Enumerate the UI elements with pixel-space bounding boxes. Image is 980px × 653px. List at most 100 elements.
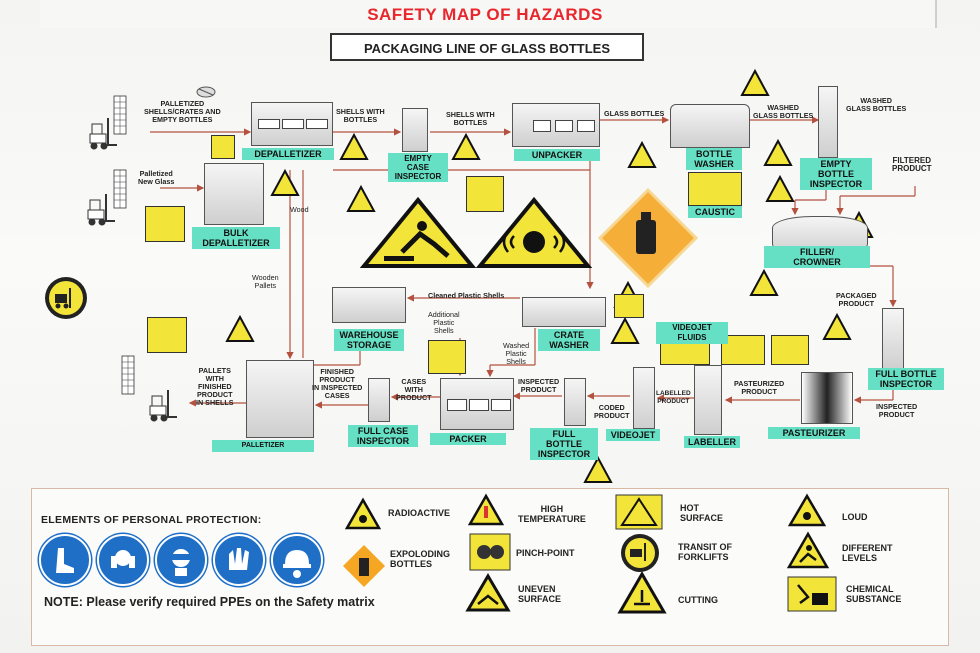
chemical-substance-sign bbox=[688, 172, 742, 206]
flow-label: WASHED GLASS BOTTLES bbox=[753, 103, 814, 120]
machine-window bbox=[282, 119, 304, 129]
labeller-machine bbox=[694, 365, 722, 435]
station-bottle-washer: BOTTLE WASHER bbox=[686, 148, 742, 170]
ppe-note: NOTE: Please verify required PPEs on the… bbox=[44, 595, 375, 609]
protective-gloves-icon bbox=[213, 534, 265, 586]
forklift-icon bbox=[149, 389, 178, 423]
legend-label-uneven-surface: UNEVEN SURFACE bbox=[518, 584, 562, 604]
cutting-sign bbox=[628, 142, 656, 168]
forklift-icon bbox=[87, 193, 116, 227]
different-levels-sign bbox=[823, 314, 851, 340]
flow-diagram bbox=[45, 70, 916, 483]
cutting-sign bbox=[764, 140, 792, 166]
station-videojet: VIDEOJET bbox=[606, 429, 660, 441]
flow-label: INSPECTED PRODUCT bbox=[876, 402, 918, 419]
flow-label: PALLETIZED SHELLS/CRATES AND EMPTY BOTTL… bbox=[144, 99, 221, 124]
legend-label-loud: LOUD bbox=[842, 512, 868, 522]
warehouse-storage-machine bbox=[332, 287, 406, 323]
pinch-point-sign bbox=[584, 457, 612, 483]
uneven-surface-sign bbox=[611, 318, 639, 344]
bottle-washer-machine bbox=[670, 104, 750, 148]
forklift-icon bbox=[89, 117, 118, 151]
hot-surface-sign bbox=[721, 335, 765, 365]
page-subtitle: PACKAGING LINE OF GLASS BOTTLES bbox=[330, 33, 644, 61]
bottle-stack-icon bbox=[121, 355, 135, 395]
station-depalletizer: DEPALLETIZER bbox=[242, 148, 334, 160]
different-levels-sign bbox=[741, 70, 769, 96]
flow-label: WASHED GLASS BOTTLES bbox=[846, 96, 907, 113]
legend-label-chemical: CHEMICAL SUBSTANCE bbox=[846, 584, 902, 604]
flow-label: FINISHED PRODUCT IN INSPECTED CASES bbox=[312, 367, 363, 400]
crate-washer-machine bbox=[522, 297, 606, 327]
flow-label: Wood bbox=[290, 205, 309, 214]
full-bottle-inspector-machine bbox=[882, 308, 904, 370]
flow-label: Palletized New Glass bbox=[138, 169, 175, 186]
cutting-sign bbox=[347, 186, 375, 212]
station-full-bottle-inspector-right: FULL BOTTLE INSPECTOR bbox=[868, 368, 944, 390]
station-palletizer: PALLETIZER bbox=[212, 440, 314, 452]
station-empty-bottle-inspector: EMPTY BOTTLE INSPECTOR bbox=[800, 158, 872, 190]
bottle-stack-icon bbox=[113, 169, 127, 209]
legend-label-hot-surface: HOT SURFACE bbox=[680, 503, 724, 523]
machine-window bbox=[447, 399, 467, 411]
palletizer-machine bbox=[246, 360, 314, 438]
machine-window bbox=[555, 120, 573, 132]
chemical-substance-sign bbox=[771, 335, 809, 365]
legend-label-high-temperature: HIGH TEMPERATURE bbox=[518, 504, 586, 524]
cutting-sign bbox=[271, 170, 299, 196]
pinch-point-sign bbox=[428, 340, 466, 374]
cutting-sign bbox=[750, 270, 778, 296]
depalletizer-machine bbox=[251, 102, 333, 146]
flow-label: SHELLS WITH BOTTLES bbox=[446, 110, 495, 127]
station-caustic: CAUSTIC bbox=[688, 206, 742, 218]
page-title: SAFETY MAP OF HAZARDS bbox=[367, 5, 603, 24]
machine-window bbox=[533, 120, 551, 132]
station-packer: PACKER bbox=[430, 433, 506, 445]
legend-label-cutting: CUTTING bbox=[678, 595, 718, 605]
machine-window bbox=[469, 399, 489, 411]
station-full-bottle-inspector-mid: FULL BOTTLE INSPECTOR bbox=[530, 428, 598, 460]
station-unpacker: UNPACKER bbox=[514, 149, 600, 161]
poster-top-band bbox=[40, 0, 937, 28]
flow-label: PASTEURIZED PRODUCT bbox=[734, 379, 785, 396]
flow-label: PACKAGED PRODUCT bbox=[836, 291, 877, 308]
legend-label-radioactive: RADIOACTIVE bbox=[388, 508, 451, 518]
forklift-transit-sign bbox=[45, 277, 87, 319]
flow-label: PALLETS WITH FINISHED PRODUCT IN SHELLS bbox=[196, 366, 234, 407]
pinch-point-sign bbox=[145, 206, 185, 242]
different-levels-sign bbox=[359, 196, 477, 268]
legend-label-forklifts: TRANSIT OF FORKLIFTS bbox=[678, 542, 732, 562]
uneven-surface-sign bbox=[452, 134, 480, 160]
station-empty-case-inspector: EMPTY CASE INSPECTOR bbox=[388, 153, 448, 182]
flow-label: CASES WITH PRODUCT bbox=[396, 377, 432, 402]
flow-label: Additional Plastic Shells bbox=[428, 310, 460, 335]
flow-label: Cleaned Plastic Shells bbox=[428, 291, 505, 300]
station-labeller: LABELLER bbox=[684, 436, 740, 448]
legend-label-exploding-bottles: EXPOLODING BOTTLES bbox=[390, 549, 451, 569]
exploding-bottles-sign bbox=[597, 187, 699, 289]
different-levels-sign bbox=[226, 316, 254, 342]
safety-boots-icon bbox=[39, 534, 91, 586]
empty-bottle-inspector-machine bbox=[818, 86, 838, 158]
machine-window bbox=[577, 120, 595, 132]
hot-surface-sign bbox=[614, 294, 644, 318]
legend-label-pinch-point: PINCH-POINT bbox=[516, 548, 575, 558]
videojet-machine bbox=[633, 367, 655, 429]
flow-label: Washed Plastic Shells bbox=[503, 341, 530, 366]
machine-window bbox=[491, 399, 511, 411]
station-full-case-inspector: FULL CASE INSPECTOR bbox=[348, 425, 418, 447]
machine-window bbox=[258, 119, 280, 129]
loud-noise-sign bbox=[475, 196, 593, 268]
machine-window bbox=[306, 119, 328, 129]
flow-label: FILTERED PRODUCT bbox=[892, 156, 932, 173]
flow-label: SHELLS WITH BOTTLES bbox=[336, 107, 385, 124]
pasteurizer-machine bbox=[801, 372, 853, 424]
unpacker-machine bbox=[512, 103, 600, 147]
safety-goggles-icon bbox=[155, 534, 207, 586]
full-bottle-inspector-machine bbox=[564, 378, 586, 426]
bottle-stack-icon bbox=[113, 95, 127, 135]
bulk-depalletizer-machine bbox=[204, 163, 264, 225]
station-warehouse-storage: WAREHOUSE STORAGE bbox=[334, 329, 404, 351]
pinch-point-sign bbox=[211, 135, 235, 159]
